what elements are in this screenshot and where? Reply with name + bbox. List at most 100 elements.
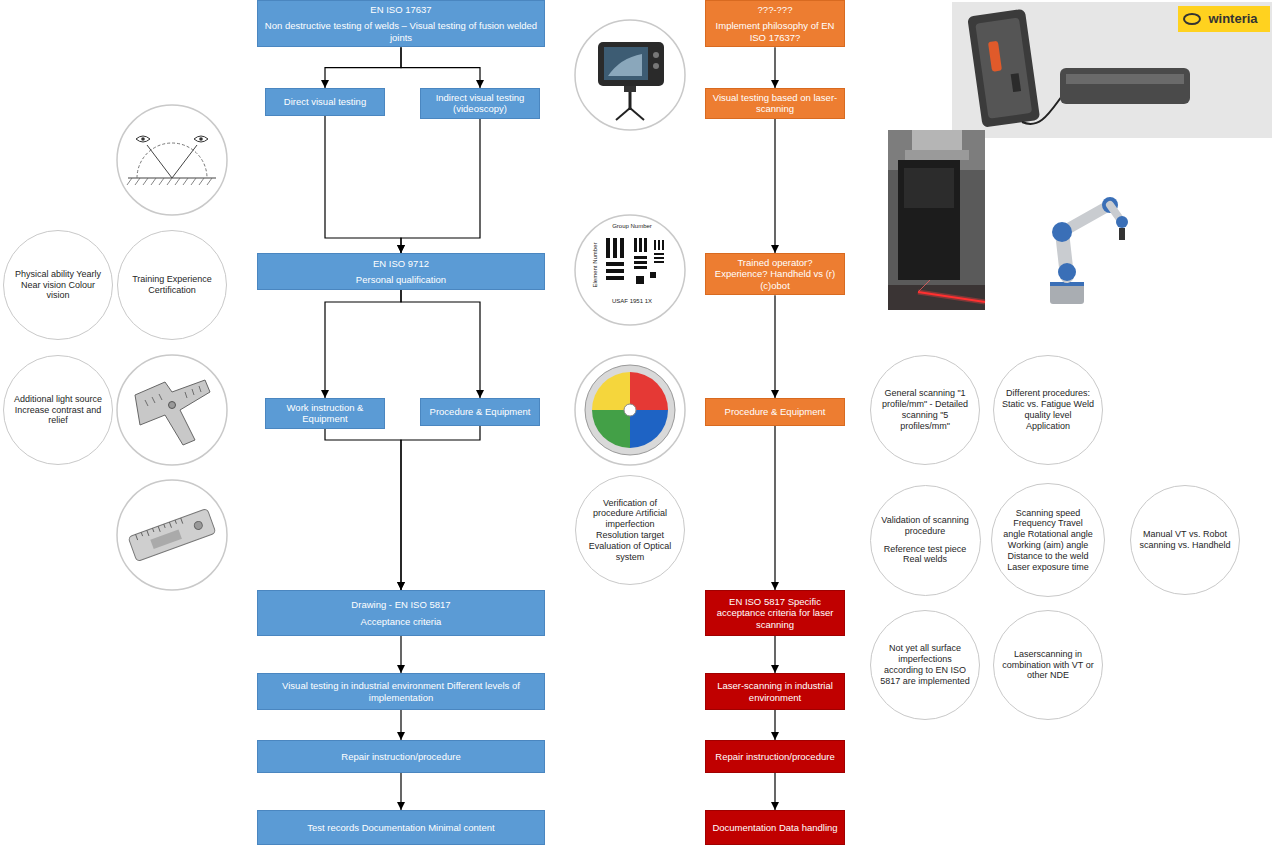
note-circle: Additional light source Increase contras… [3, 355, 113, 465]
node-text: Documentation Data handling [712, 822, 837, 833]
node-text: ???-??? [758, 4, 793, 15]
cobot-photo-part [1058, 263, 1076, 281]
node-body-text: Acceptance criteria [361, 616, 442, 627]
node-text: Trained operator? Experience? Handheld v… [712, 257, 838, 291]
weld-angle-illustration-part [127, 178, 212, 185]
videoscope-illustration-part [604, 47, 648, 80]
connector [774, 47, 775, 88]
weld-gauge-illustration-part [169, 402, 176, 409]
connector [774, 773, 775, 810]
connector [401, 426, 480, 590]
resolution-target-illustration-part [606, 269, 624, 273]
weld-angle-illustration-part [194, 136, 208, 142]
resolution-target-illustration-part [606, 276, 624, 280]
videoscope-illustration-part [630, 108, 644, 120]
connector [400, 710, 401, 740]
handheld-scanner-photo-part [1066, 74, 1184, 84]
resolution-target-illustration-part [620, 238, 624, 258]
process-box: Work instruction & Equipment [265, 398, 385, 429]
resolution-target-illustration-part [613, 238, 617, 258]
laser-head-photo-part [918, 292, 985, 302]
weld-angle-illustration-part [141, 137, 145, 141]
node-text: Scanning speed Frequency Travel angle Ro… [1002, 508, 1094, 573]
note-circle: Different procedures: Static vs. Fatigue… [993, 355, 1103, 465]
connector [401, 119, 480, 253]
weld-angle-illustration-part [137, 143, 207, 178]
handheld-scanner-photo-part [967, 9, 1040, 128]
weld-gauge-illustration [117, 355, 227, 465]
bridge-gauge-illustration-part-part [150, 529, 182, 549]
node-text: EN ISO 9712 [373, 258, 429, 269]
videoscope-illustration-part [608, 54, 642, 76]
node-text: Additional light source Increase contras… [12, 394, 104, 426]
resolution-target-illustration-part [634, 256, 647, 259]
target-label: Group Number [612, 223, 652, 230]
connector [774, 710, 775, 740]
handheld-scanner-photo-part-part [1011, 73, 1021, 92]
colour-wheel-illustration-part [624, 404, 636, 416]
weld-angle-illustration-part [147, 145, 172, 178]
resolution-target-illustration-part [644, 238, 647, 252]
note-circle: Laserscanning in combination with VT or … [993, 610, 1103, 720]
node-body-text: Non destructive testing of welds – Visua… [264, 20, 538, 43]
weld-angle-illustration-part [136, 136, 150, 142]
laser-head-photo-part [888, 130, 985, 310]
handheld-scanner-photo-part [1022, 96, 1062, 124]
process-box: Drawing - EN ISO 5817Acceptance criteria [257, 590, 545, 636]
process-box: Indirect visual testing (videoscopy) [420, 88, 540, 119]
note-circle: Verification of procedure Artificial imp… [575, 475, 685, 585]
connector [774, 636, 775, 673]
handheld-scanner-photo-part [952, 2, 1272, 138]
node-text: Different procedures: Static vs. Fatigue… [1002, 388, 1094, 431]
node-text: Visual testing based on laser-scanning [712, 92, 838, 115]
handheld-scanner-photo-part-part [967, 9, 1040, 128]
node-text: Indirect visual testing (videoscopy) [427, 92, 533, 115]
colour-wheel-illustration-part [592, 372, 630, 410]
videoscope-illustration-part [624, 86, 636, 92]
process-box: EN ISO 9712Personal qualification [257, 253, 545, 290]
laser-head-photo-part [904, 168, 954, 208]
process-box: EN ISO 17637Non destructive testing of w… [257, 0, 545, 47]
bridge-gauge-illustration-part-part [193, 520, 203, 530]
node-body-text: Implement philosophy of EN ISO 17637? [712, 20, 838, 43]
handheld-scanner-photo [952, 2, 1272, 138]
colour-wheel-illustration-part [630, 372, 668, 410]
target-label: Element Number [592, 242, 599, 287]
process-box: Repair instruction/procedure [257, 740, 545, 773]
resolution-target-illustration-part [654, 240, 656, 250]
connector [400, 636, 401, 673]
colour-wheel-illustration-part [630, 410, 668, 448]
videoscope-illustration-part [598, 42, 664, 86]
resolution-target-illustration-part [650, 272, 656, 278]
connector [774, 426, 775, 590]
node-text: Repair instruction/procedure [341, 751, 460, 762]
handheld-scanner-photo-part [1060, 68, 1190, 104]
laser-head-photo-part [912, 130, 962, 152]
process-box: Documentation Data handling [705, 810, 845, 845]
resolution-target-illustration-part [634, 266, 647, 269]
handheld-scanner-photo-part [1178, 6, 1270, 32]
colour-wheel-illustration [575, 355, 685, 465]
process-box: Laser-scanning in industrial environment [705, 673, 845, 710]
handheld-scanner-photo-part [1184, 14, 1200, 24]
resolution-target-illustration-part [606, 238, 610, 258]
cobot-photo-part [1052, 222, 1072, 242]
resolution-target-illustration-part [606, 262, 624, 266]
note-circle: Training Experience Certification [117, 230, 227, 340]
resolution-target-illustration-part [662, 240, 664, 250]
connector [401, 47, 480, 88]
resolution-target-illustration-part [654, 257, 664, 259]
node-text: Visual testing in industrial environment… [264, 680, 538, 703]
node-text: Procedure & Equipment [725, 406, 826, 417]
process-box: Procedure & Equipment [420, 398, 540, 426]
weld-angle-illustration-part [117, 105, 227, 215]
node-text: Repair instruction/procedure [715, 751, 834, 762]
note-circle: Validation of scanning procedureReferenc… [870, 485, 981, 596]
note-circle: Not yet all surface imperfections accord… [870, 610, 980, 720]
process-box: EN ISO 5817 Specific acceptance criteria… [705, 590, 845, 636]
bridge-gauge-illustration-part-part [128, 508, 216, 561]
resolution-target-illustration-part [634, 261, 647, 264]
node-text: Manual VT vs. Robot scanning vs. Handhel… [1139, 529, 1231, 551]
laser-head-photo-part [918, 292, 985, 302]
node-text: General scanning "1 profile/mm" - Detail… [879, 388, 971, 431]
